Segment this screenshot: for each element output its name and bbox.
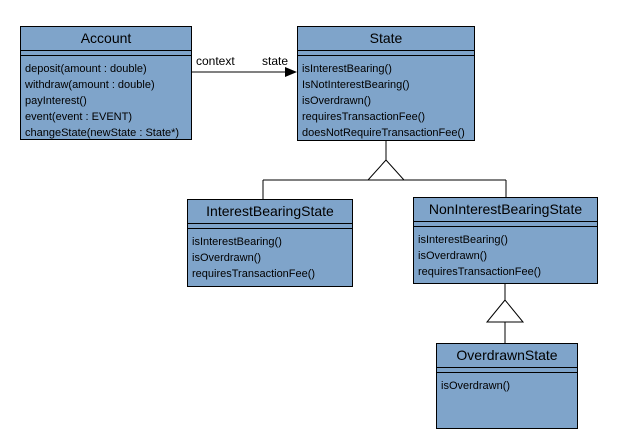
method-item: requiresTransactionFee() [302, 111, 426, 123]
methods-compartment: deposit(amount : double) withdraw(amount… [21, 56, 191, 141]
association-arrowhead-icon [285, 67, 297, 77]
method-item: changeState(newState : State*) [25, 127, 180, 139]
attributes-compartment [21, 51, 191, 56]
attributes-compartment [188, 224, 352, 229]
method-item: isInterestBearing() [192, 236, 282, 248]
class-box-state: State isInterestBearing() IsNotInterestB… [297, 26, 475, 141]
methods-compartment: isInterestBearing() isOverdrawn() requir… [414, 227, 597, 280]
method-item: IsNotInterestBearing() [302, 79, 410, 91]
class-box-interestbearingstate: InterestBearingState isInterestBearing()… [187, 199, 353, 287]
association-label-context: context [196, 54, 235, 68]
methods-compartment: isOverdrawn() [437, 373, 577, 394]
attributes-compartment [298, 51, 474, 56]
method-item: isOverdrawn() [192, 252, 262, 264]
methods-compartment: isInterestBearing() isOverdrawn() requir… [188, 229, 352, 282]
method-item: payInterest() [25, 95, 87, 107]
class-name: OverdrawnState [437, 344, 577, 368]
inheritance-triangle-icon [485, 299, 525, 323]
class-name: Account [21, 27, 191, 51]
class-name: NonInterestBearingState [414, 198, 597, 222]
method-item: withdraw(amount : double) [25, 79, 155, 91]
method-item: event(event : EVENT) [25, 111, 132, 123]
attributes-compartment [414, 222, 597, 227]
class-name: InterestBearingState [188, 200, 352, 224]
method-item: requiresTransactionFee() [418, 266, 542, 278]
method-item: requiresTransactionFee() [192, 268, 316, 280]
class-box-account: Account deposit(amount : double) withdra… [20, 26, 192, 140]
method-item: doesNotRequireTransactionFee() [302, 127, 465, 139]
class-name: State [298, 27, 474, 51]
method-item: isInterestBearing() [418, 234, 508, 246]
method-item: isInterestBearing() [302, 63, 392, 75]
class-box-overdrawnstate: OverdrawnState isOverdrawn() [436, 343, 578, 429]
method-item: isOverdrawn() [302, 95, 372, 107]
method-item: deposit(amount : double) [25, 63, 147, 75]
method-item: isOverdrawn() [441, 380, 511, 392]
class-box-noninterestbearingstate: NonInterestBearingState isInterestBearin… [413, 197, 598, 284]
association-label-state: state [262, 54, 289, 68]
method-item: isOverdrawn() [418, 250, 488, 262]
attributes-compartment [437, 368, 577, 373]
inheritance-triangle-icon [366, 159, 406, 181]
methods-compartment: isInterestBearing() IsNotInterestBearing… [298, 56, 474, 141]
